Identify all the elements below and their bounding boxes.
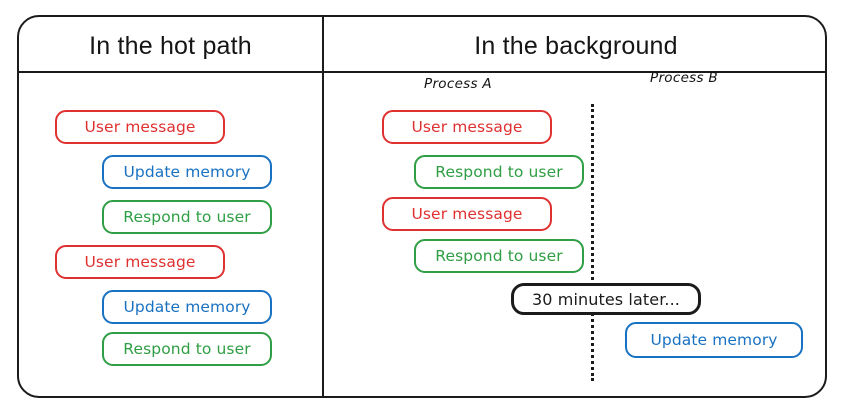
process-a-box-respond-to-user-3: Respond to user (414, 239, 584, 273)
process-boundary-dotted-line (591, 104, 594, 381)
column-divider-line (322, 17, 324, 398)
process-a-box-user-message-2: User message (382, 197, 552, 231)
process-b-label: Process B (650, 70, 718, 86)
time-gap-box-30-minutes-later-0: 30 minutes later... (511, 283, 701, 315)
hot-path-box-respond-to-user-5: Respond to user (102, 332, 272, 366)
column-header-background: In the background (474, 32, 678, 60)
column-header-hot-path: In the hot path (89, 32, 252, 60)
hot-path-box-update-memory-4: Update memory (102, 290, 272, 324)
hot-path-box-respond-to-user-2: Respond to user (102, 200, 272, 234)
process-a-label: Process A (424, 76, 492, 92)
header-separator-line (17, 71, 827, 73)
process-b-box-update-memory-0: Update memory (625, 322, 803, 358)
hot-path-box-user-message-0: User message (55, 110, 225, 144)
process-a-box-user-message-0: User message (382, 110, 552, 144)
hot-path-box-user-message-3: User message (55, 245, 225, 279)
hot-path-box-update-memory-1: Update memory (102, 155, 272, 189)
process-a-box-respond-to-user-1: Respond to user (414, 155, 584, 189)
